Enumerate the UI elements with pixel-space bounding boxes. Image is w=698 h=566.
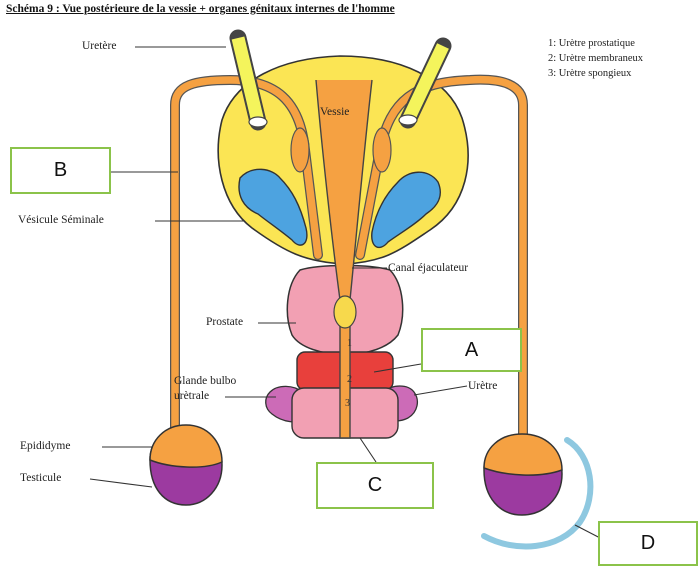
legend-item-1: 1: Urètre prostatique <box>548 36 643 51</box>
label-uretere: Uretère <box>82 40 116 52</box>
label-uretre: Urètre <box>468 380 497 392</box>
answer-box-c[interactable]: C <box>316 462 434 509</box>
epididymis-right <box>484 434 562 475</box>
segment-number-2: 2 <box>347 374 352 385</box>
segment-number-3: 3 <box>345 398 350 409</box>
answer-box-a[interactable]: A <box>421 328 522 372</box>
legend-item-3: 3: Urètre spongieux <box>548 66 643 81</box>
label-prostate: Prostate <box>206 316 243 328</box>
answer-box-b[interactable]: B <box>10 147 111 194</box>
segment-number-1: 1 <box>347 338 352 349</box>
label-glande-line2: urètrale <box>174 390 209 402</box>
legend: 1: Urètre prostatique 2: Urètre membrane… <box>548 36 643 81</box>
legend-item-2: 2: Urètre membraneux <box>548 51 643 66</box>
diagram-title: Schéma 9 : Vue postérieure de la vessie … <box>6 3 395 15</box>
label-canal-ejaculateur: Canal éjaculateur <box>388 262 468 274</box>
epididymis-left <box>150 425 222 467</box>
answer-box-d[interactable]: D <box>598 521 698 566</box>
label-vessie: Vessie <box>320 106 349 118</box>
label-vesicule-seminale: Vésicule Séminale <box>18 214 104 226</box>
label-epididyme: Epididyme <box>20 440 70 452</box>
label-testicule: Testicule <box>20 472 61 484</box>
label-glande-line1: Glande bulbo <box>174 375 236 387</box>
